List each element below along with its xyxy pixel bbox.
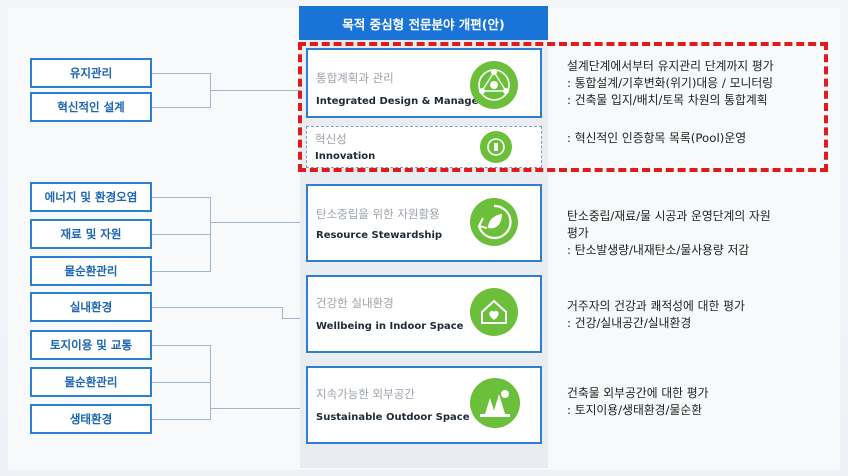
highlight-dashed-frame bbox=[298, 42, 828, 172]
trees-sun-icon bbox=[470, 378, 520, 428]
connector-line bbox=[210, 222, 306, 223]
left-item-ecology: 생태환경 bbox=[30, 404, 152, 434]
left-item-innovative-design: 혁신적인 설계 bbox=[30, 92, 152, 122]
description-integrated-design: 설계단계에서부터 유지관리 단계까지 평가 : 통합설계/기후변화(위기)대응 … bbox=[567, 59, 774, 107]
left-item-water-2: 물순환관리 bbox=[30, 367, 152, 397]
left-item-land-transport: 토지이용 및 교통 bbox=[30, 330, 152, 360]
innovation-gear-icon bbox=[480, 131, 512, 163]
connector-line bbox=[152, 382, 210, 383]
category-en-label: Wellbeing in Indoor Space bbox=[316, 321, 464, 332]
category-ko-label: 혁신성 bbox=[315, 132, 347, 146]
category-ko-label: 탄소중립을 위한 자원활용 bbox=[316, 207, 440, 221]
connector-line bbox=[282, 307, 283, 319]
connector-line bbox=[210, 90, 306, 91]
connector-line bbox=[282, 318, 306, 319]
category-en-label: Resource Stewardship bbox=[316, 230, 443, 241]
description-innovation: : 혁신적인 인증항목 목록(Pool)운영 bbox=[567, 131, 747, 145]
connector-line bbox=[152, 107, 210, 108]
category-en-label: Integrated Design & Manage bbox=[316, 96, 479, 107]
connector-line bbox=[152, 271, 210, 272]
connector-line bbox=[152, 197, 210, 198]
recycle-leaf-icon bbox=[470, 198, 518, 246]
category-ko-label: 지속가능한 외부공간 bbox=[316, 387, 415, 401]
connector-line bbox=[152, 234, 210, 235]
connector-line bbox=[210, 408, 306, 409]
left-item-water-1: 물순환관리 bbox=[30, 256, 152, 286]
left-item-indoor: 실내환경 bbox=[30, 292, 152, 322]
category-en-label: Innovation bbox=[315, 151, 376, 162]
connector-line bbox=[152, 345, 210, 346]
left-item-energy-pollution: 에너지 및 환경오염 bbox=[30, 182, 152, 212]
category-ko-label: 통합계획과 관리 bbox=[316, 71, 394, 85]
connector-line bbox=[152, 307, 282, 308]
left-item-maintenance: 유지관리 bbox=[30, 58, 152, 88]
network-globe-icon bbox=[470, 61, 518, 109]
connector-line bbox=[152, 73, 210, 74]
description-resource-stewardship: 탄소중립/재료/물 시공과 운영단계의 자원 평가 : 탄소발생량/내재탄소/물… bbox=[567, 209, 771, 257]
left-item-materials: 재료 및 자원 bbox=[30, 219, 152, 249]
category-ko-label: 건강한 실내환경 bbox=[316, 296, 394, 310]
category-en-label: Sustainable Outdoor Space bbox=[316, 412, 470, 423]
description-wellbeing: 거주자의 건강과 쾌적성에 대한 평가 : 건강/실내공간/실내환경 bbox=[567, 299, 745, 330]
connector-line bbox=[210, 197, 211, 272]
house-heart-icon bbox=[470, 288, 518, 336]
connector-line bbox=[152, 419, 210, 420]
diagram-title: 목적 중심형 전문분야 개편(안) bbox=[299, 6, 548, 40]
connector-line bbox=[210, 345, 211, 420]
description-sustainable-outdoor: 건축물 외부공간에 대한 평가 : 토지이용/생태환경/물순환 bbox=[567, 386, 709, 417]
